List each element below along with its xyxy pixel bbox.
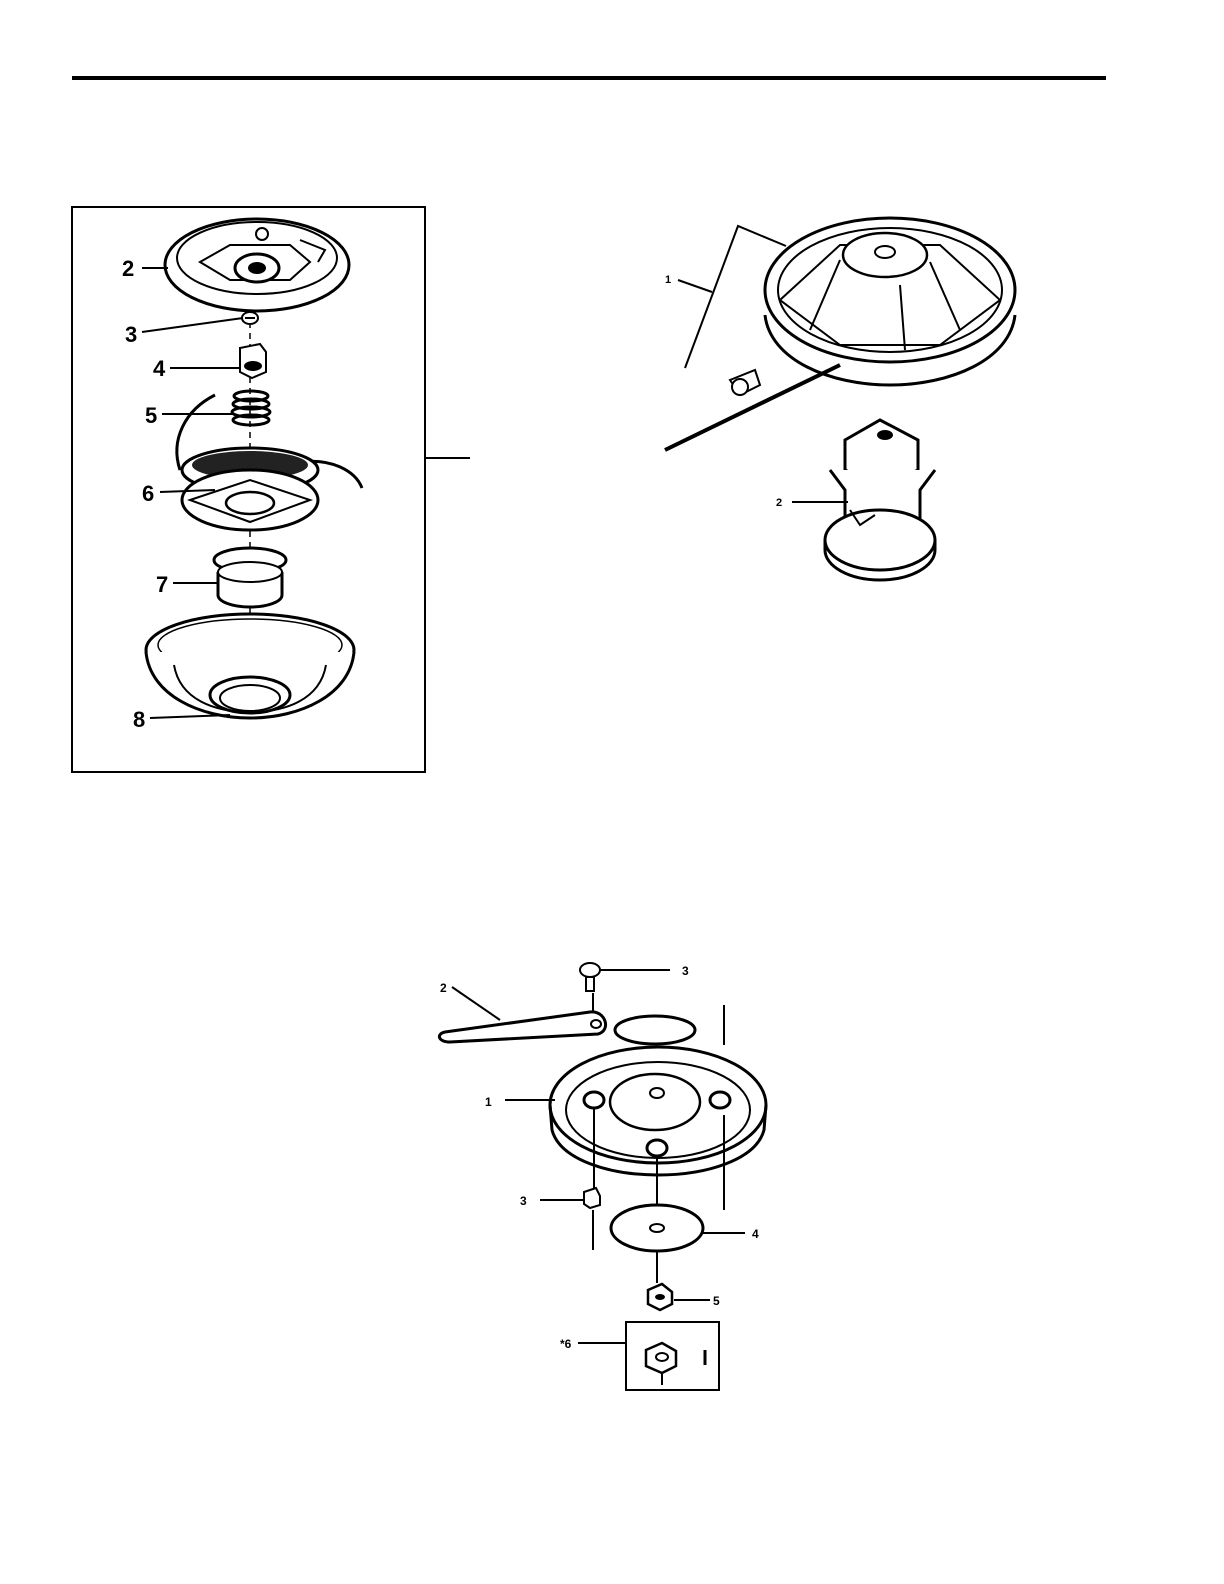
fig-c-label-1: 1 bbox=[485, 1095, 492, 1109]
fig-c-adapter bbox=[550, 1016, 766, 1175]
figure-b-spindle bbox=[825, 420, 935, 580]
fig-b-label-2: 2 bbox=[776, 497, 782, 509]
fig-c-label-5: 5 bbox=[713, 1294, 720, 1308]
figure-c-adapter-assembly: 3 2 1 3 4 5 *6 bbox=[0, 900, 1224, 1420]
figure-b-spool bbox=[765, 218, 1015, 385]
fig-b-label-1: 1 bbox=[665, 274, 671, 286]
figure-b-eyelet bbox=[730, 370, 760, 395]
fig-c-bolt-top bbox=[580, 963, 600, 991]
fig-c-label-3-top: 3 bbox=[682, 964, 689, 978]
fig-c-label-2: 2 bbox=[440, 981, 447, 995]
fig-c-washer bbox=[611, 1205, 703, 1251]
fig-c-label-3-bottom: 3 bbox=[520, 1194, 527, 1208]
fig-c-label-4: 4 bbox=[752, 1227, 759, 1241]
fig-c-nut-small bbox=[584, 1188, 600, 1208]
fig-c-wrench bbox=[439, 1012, 605, 1042]
figure-b-spool-spindle: 1 2 bbox=[0, 0, 1224, 800]
fig-c-label-6: *6 bbox=[560, 1337, 572, 1351]
fig-c-kit-box bbox=[626, 1322, 719, 1390]
fig-c-nut bbox=[648, 1284, 672, 1310]
